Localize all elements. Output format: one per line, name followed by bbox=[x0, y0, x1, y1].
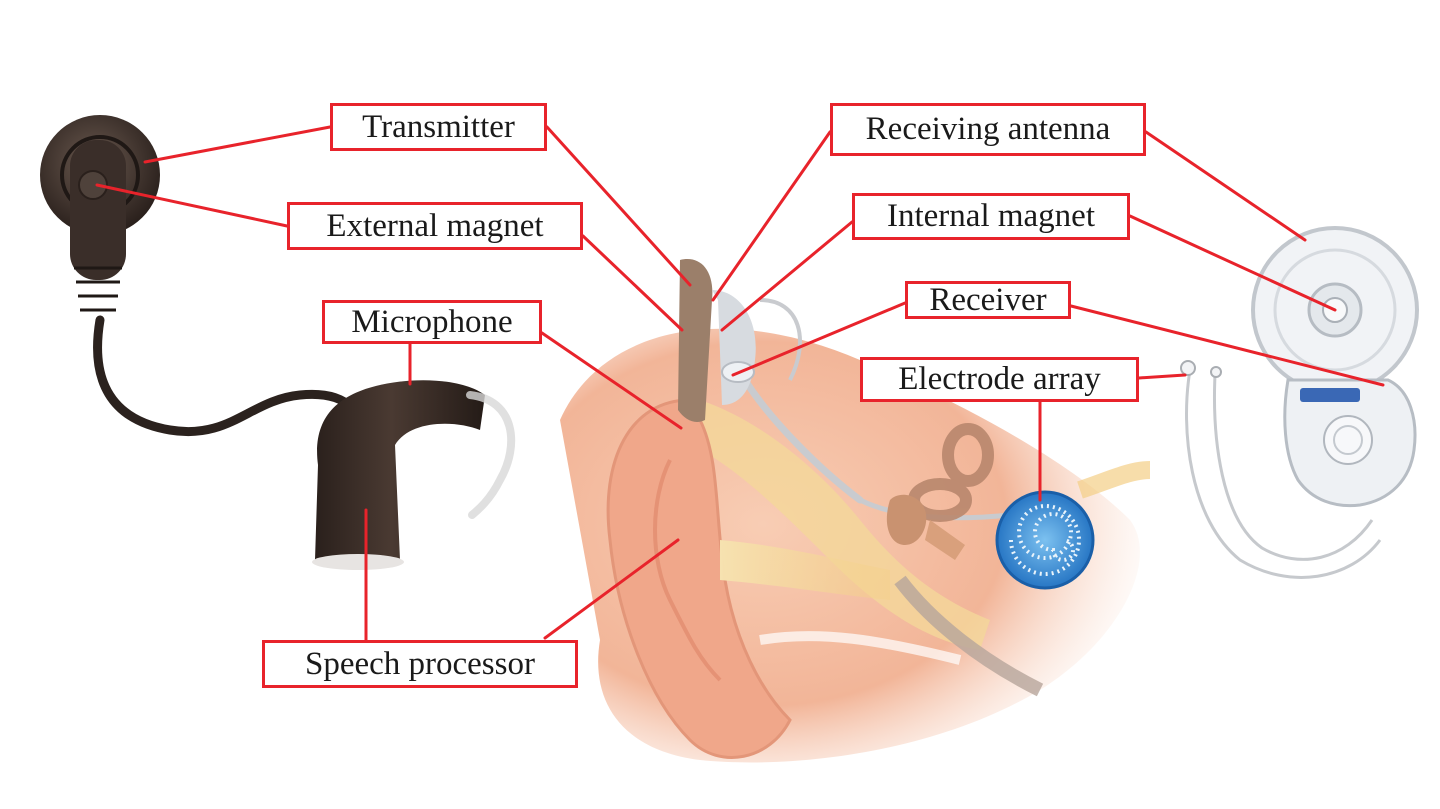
microphone-label: Microphone bbox=[322, 300, 542, 344]
transmitter-label: Transmitter bbox=[330, 103, 547, 151]
leader-line-internal-magnet-right bbox=[1128, 214, 1337, 312]
external-processor-illustration bbox=[40, 115, 516, 570]
internal-magnet-label: Internal magnet bbox=[852, 193, 1130, 240]
leader-line-internal-magnet bbox=[720, 220, 854, 332]
leader-line-receiving-antenna-right bbox=[1144, 130, 1307, 242]
leader-line-microphone-ear bbox=[540, 331, 683, 430]
leader-line-speech-processor-ear bbox=[543, 538, 680, 640]
speech-processor-label: Speech processor bbox=[262, 640, 578, 688]
leader-line-transmitter-head bbox=[545, 125, 692, 287]
leader-line-receiver-right bbox=[1069, 304, 1385, 387]
leader-line-receiver bbox=[731, 301, 907, 377]
leader-line-external-magnet-right bbox=[581, 234, 684, 332]
internal-implant-illustration bbox=[1180, 226, 1419, 579]
leader-line-receiving-antenna bbox=[711, 130, 832, 302]
leader-line-electrode-array-right bbox=[1137, 373, 1187, 380]
ear-anatomy-illustration bbox=[560, 259, 1151, 763]
leader-line-transmitter-coil bbox=[143, 125, 332, 164]
receiving-antenna-label: Receiving antenna bbox=[830, 103, 1146, 156]
leader-lines bbox=[95, 125, 1385, 642]
receiver-label: Receiver bbox=[905, 281, 1071, 319]
leader-line-external-magnet-left bbox=[95, 183, 289, 228]
external-magnet-label: External magnet bbox=[287, 202, 583, 250]
electrode-array-label: Electrode array bbox=[860, 357, 1139, 402]
